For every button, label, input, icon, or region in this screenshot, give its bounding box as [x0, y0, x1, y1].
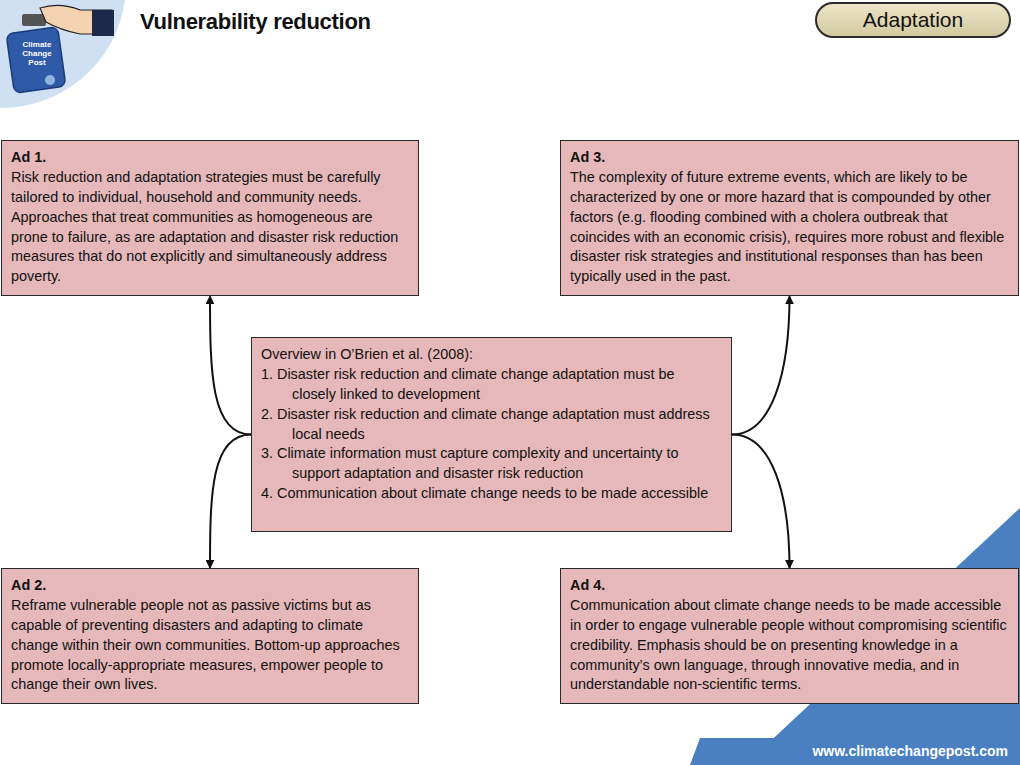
box-heading: Overview in O’Brien et al. (2008): — [261, 345, 722, 365]
box-heading: Ad 4. — [570, 576, 1009, 596]
curved-arrow — [732, 296, 790, 434]
list-item: 3. Climate information must capture comp… — [261, 444, 722, 484]
section-pill: Adaptation — [815, 2, 1011, 38]
logo-text: Climate Change Post — [17, 40, 57, 67]
website-url: www.climatechangepost.com — [812, 743, 1008, 759]
logo-lid — [22, 14, 46, 26]
box-heading: Ad 3. — [570, 148, 1009, 168]
logo-jar — [6, 27, 66, 94]
logo-dot — [45, 75, 55, 85]
box-body: Reframe vulnerable people not as passive… — [11, 596, 409, 695]
logo-sleeve — [92, 10, 114, 36]
list-item: 1. Disaster risk reduction and climate c… — [261, 365, 722, 405]
explanation-box: Ad 1.Risk reduction and adaptation strat… — [1, 140, 419, 296]
url-strip — [690, 738, 1020, 765]
box-body: Risk reduction and adaptation strategies… — [11, 168, 409, 287]
box-body: The complexity of future extreme events,… — [570, 168, 1009, 287]
list-item: 2. Disaster risk reduction and climate c… — [261, 405, 722, 445]
box-heading: Ad 1. — [11, 148, 409, 168]
curved-arrow — [210, 296, 251, 434]
curved-arrow — [210, 435, 251, 569]
explanation-box: Ad 3.The complexity of future extreme ev… — [560, 140, 1019, 296]
curved-arrow — [732, 435, 790, 569]
list-item: 4. Communication about climate change ne… — [261, 484, 722, 504]
page-title: Vulnerability reduction — [140, 9, 371, 35]
box-body: Communication about climate change needs… — [570, 596, 1009, 695]
explanation-box: Ad 4.Communication about climate change … — [560, 568, 1019, 704]
pill-label: Adaptation — [863, 8, 963, 31]
overview-box: Overview in O’Brien et al. (2008):1. Dis… — [251, 337, 732, 532]
box-heading: Ad 2. — [11, 576, 409, 596]
corner-arc — [0, 0, 125, 108]
explanation-box: Ad 2.Reframe vulnerable people not as pa… — [1, 568, 419, 704]
